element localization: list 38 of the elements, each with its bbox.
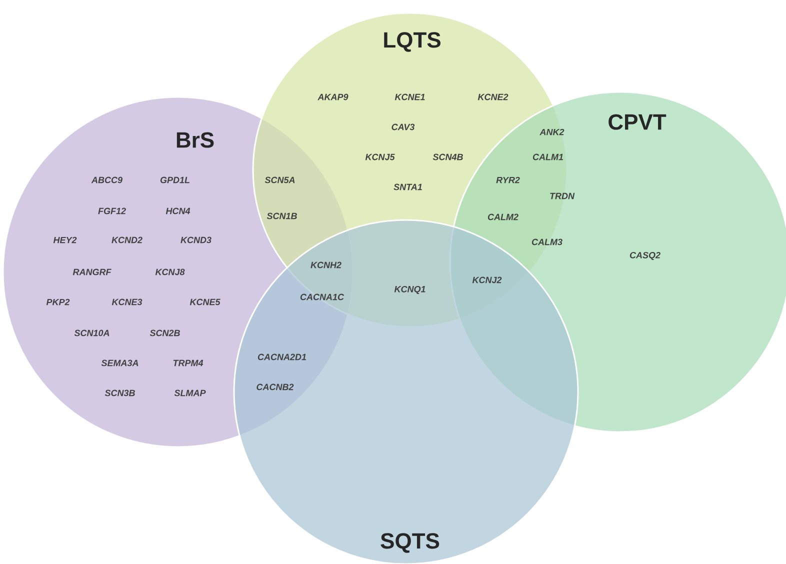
gene-label: KCNE2	[478, 94, 508, 100]
gene-label: CAV3	[392, 124, 415, 130]
gene-label: SCN3B	[104, 390, 135, 396]
gene-label: KCNE3	[112, 298, 142, 306]
gene-label: GPD1L	[160, 176, 190, 184]
gene-label: PKP2	[46, 298, 70, 306]
gene-label: CALM1	[532, 154, 564, 160]
gene-label: CACNB2	[256, 384, 294, 390]
gene-label: SCN10A	[74, 330, 110, 336]
gene-label: CALM2	[488, 214, 518, 220]
gene-label: SLMAP	[174, 390, 206, 396]
gene-label: KCND3	[180, 236, 212, 244]
gene-label: ABCC9	[91, 176, 122, 184]
gene-label: KCNJ8	[155, 268, 185, 276]
gene-label: SCN2B	[150, 330, 180, 336]
gene-label: RANGRF	[72, 268, 112, 276]
gene-label: RYR2	[496, 176, 520, 184]
gene-label: CACNA2D1	[258, 354, 306, 360]
gene-label: SNTA1	[394, 184, 422, 190]
gene-label: SEMA3A	[101, 360, 138, 366]
gene-label: CASQ2	[630, 252, 660, 260]
gene-label: ANK2	[540, 128, 564, 136]
gene-label: KCNE5	[190, 298, 220, 306]
gene-label: FGF12	[98, 208, 126, 214]
gene-label: KCNJ5	[365, 154, 395, 160]
gene-label: CACNA1C	[300, 294, 344, 300]
gene-label: HCN4	[166, 208, 190, 214]
gene-label: CALM3	[532, 238, 562, 246]
gene-label: TRPM4	[173, 360, 204, 366]
gene-label: KCND2	[112, 236, 142, 244]
gene-label: SCN1B	[266, 212, 297, 220]
gene-label: KCNJ2	[472, 276, 502, 284]
gene-label: SCN5A	[264, 176, 295, 184]
gene-label: KCNH2	[310, 262, 342, 268]
gene-label: AKAP9	[318, 94, 348, 100]
gene-label: KCNE1	[394, 94, 425, 100]
gene-label: KCNQ1	[394, 286, 426, 294]
gene-label: HEY2	[53, 236, 77, 244]
